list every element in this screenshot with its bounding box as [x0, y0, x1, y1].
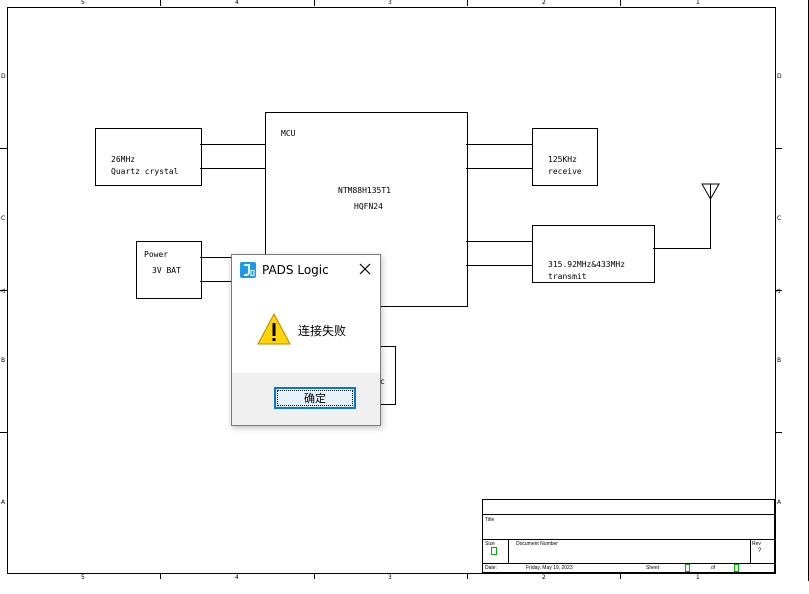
zone-column-label: 2	[542, 0, 546, 6]
zone-row-label: C	[777, 215, 782, 222]
zone-tick	[314, 0, 315, 6]
dialog-message: 连接失败	[298, 324, 347, 338]
zone-tick	[775, 432, 782, 433]
date-value: Friday, May 19, 2023	[526, 565, 573, 571]
size-field[interactable]	[491, 547, 497, 555]
zone-row-label: B	[1, 357, 6, 364]
zone-tick	[160, 573, 161, 579]
transmit-block[interactable]	[532, 225, 655, 283]
sheet-total-field[interactable]	[734, 564, 739, 572]
dialog-title: PADS Logic	[262, 263, 329, 277]
zone-tick	[0, 432, 7, 433]
center-arrow-icon: ◁	[775, 286, 780, 295]
zone-column-label: 1	[696, 574, 700, 581]
hidden-block-label: c	[380, 377, 385, 386]
wire	[710, 198, 711, 249]
power-label: Power	[144, 250, 169, 259]
zone-row-label: B	[777, 357, 782, 364]
mcu-label: MCU	[281, 129, 296, 138]
of-label: of	[711, 565, 716, 571]
crystal-name-label: Quartz crystal	[111, 167, 179, 176]
antenna-icon	[701, 183, 720, 200]
wire	[466, 168, 532, 169]
zone-column-label: 4	[235, 0, 239, 6]
rev-label: Rev	[752, 541, 761, 547]
zone-tick	[775, 290, 782, 291]
zone-tick	[467, 573, 468, 579]
zone-tick	[775, 148, 782, 149]
crystal-freq-label: 26MHz	[111, 155, 136, 164]
zone-tick	[0, 290, 7, 291]
receive-freq-label: 125KHz	[548, 155, 577, 164]
zone-tick	[160, 0, 161, 6]
ok-button[interactable]: 确定	[274, 387, 356, 409]
zone-row-label: A	[1, 499, 6, 506]
zone-tick	[467, 0, 468, 6]
wire	[466, 265, 532, 266]
zone-column-label: 5	[81, 574, 85, 581]
rev-value: ?	[758, 548, 762, 554]
zone-tick	[620, 0, 621, 6]
pads-logic-app-icon	[240, 262, 256, 278]
title-block-frame	[482, 499, 775, 573]
document-number-label: Document Number	[516, 541, 558, 547]
mcu-part-label: NTM88H135T1	[338, 186, 391, 195]
wire	[200, 144, 265, 145]
close-button[interactable]	[356, 260, 374, 278]
receive-block[interactable]	[532, 128, 598, 186]
zone-row-label: A	[777, 499, 782, 506]
zone-column-label: 5	[81, 0, 85, 6]
center-arrow-icon: ◁	[0, 286, 5, 295]
receive-name-label: receive	[548, 167, 582, 176]
zone-column-label: 3	[388, 574, 392, 581]
title-label: Title	[485, 517, 495, 523]
zone-row-label: C	[1, 215, 6, 222]
dialog-footer: 确定	[232, 373, 380, 425]
power-block[interactable]	[136, 241, 202, 299]
zone-column-label: 4	[235, 574, 239, 581]
sheet-number-field[interactable]	[685, 564, 690, 572]
transmit-freq-label: 315.92MHz&433MHz	[548, 260, 626, 269]
size-label: Size	[485, 541, 495, 547]
zone-row-label: D	[1, 73, 6, 80]
power-value-label: 3V BAT	[152, 266, 181, 275]
zone-column-label: 2	[542, 574, 546, 581]
mcu-package-label: HQFN24	[354, 202, 383, 211]
transmit-name-label: transmit	[548, 272, 587, 281]
zone-tick	[314, 573, 315, 579]
wire	[466, 241, 532, 242]
warning-icon	[257, 313, 291, 345]
wire	[653, 248, 710, 249]
close-icon	[359, 263, 371, 275]
crystal-block[interactable]	[95, 128, 202, 186]
wire	[200, 168, 265, 169]
zone-column-label: 3	[388, 0, 392, 6]
wire	[466, 144, 532, 145]
error-dialog: PADS Logic 连接失败 确定	[231, 254, 381, 426]
zone-tick	[620, 573, 621, 579]
zone-column-label: 1	[696, 0, 700, 6]
sheet-label: Sheet	[646, 565, 660, 571]
zone-tick	[0, 148, 7, 149]
zone-row-label: D	[777, 73, 782, 80]
date-label: Date:	[485, 565, 497, 571]
